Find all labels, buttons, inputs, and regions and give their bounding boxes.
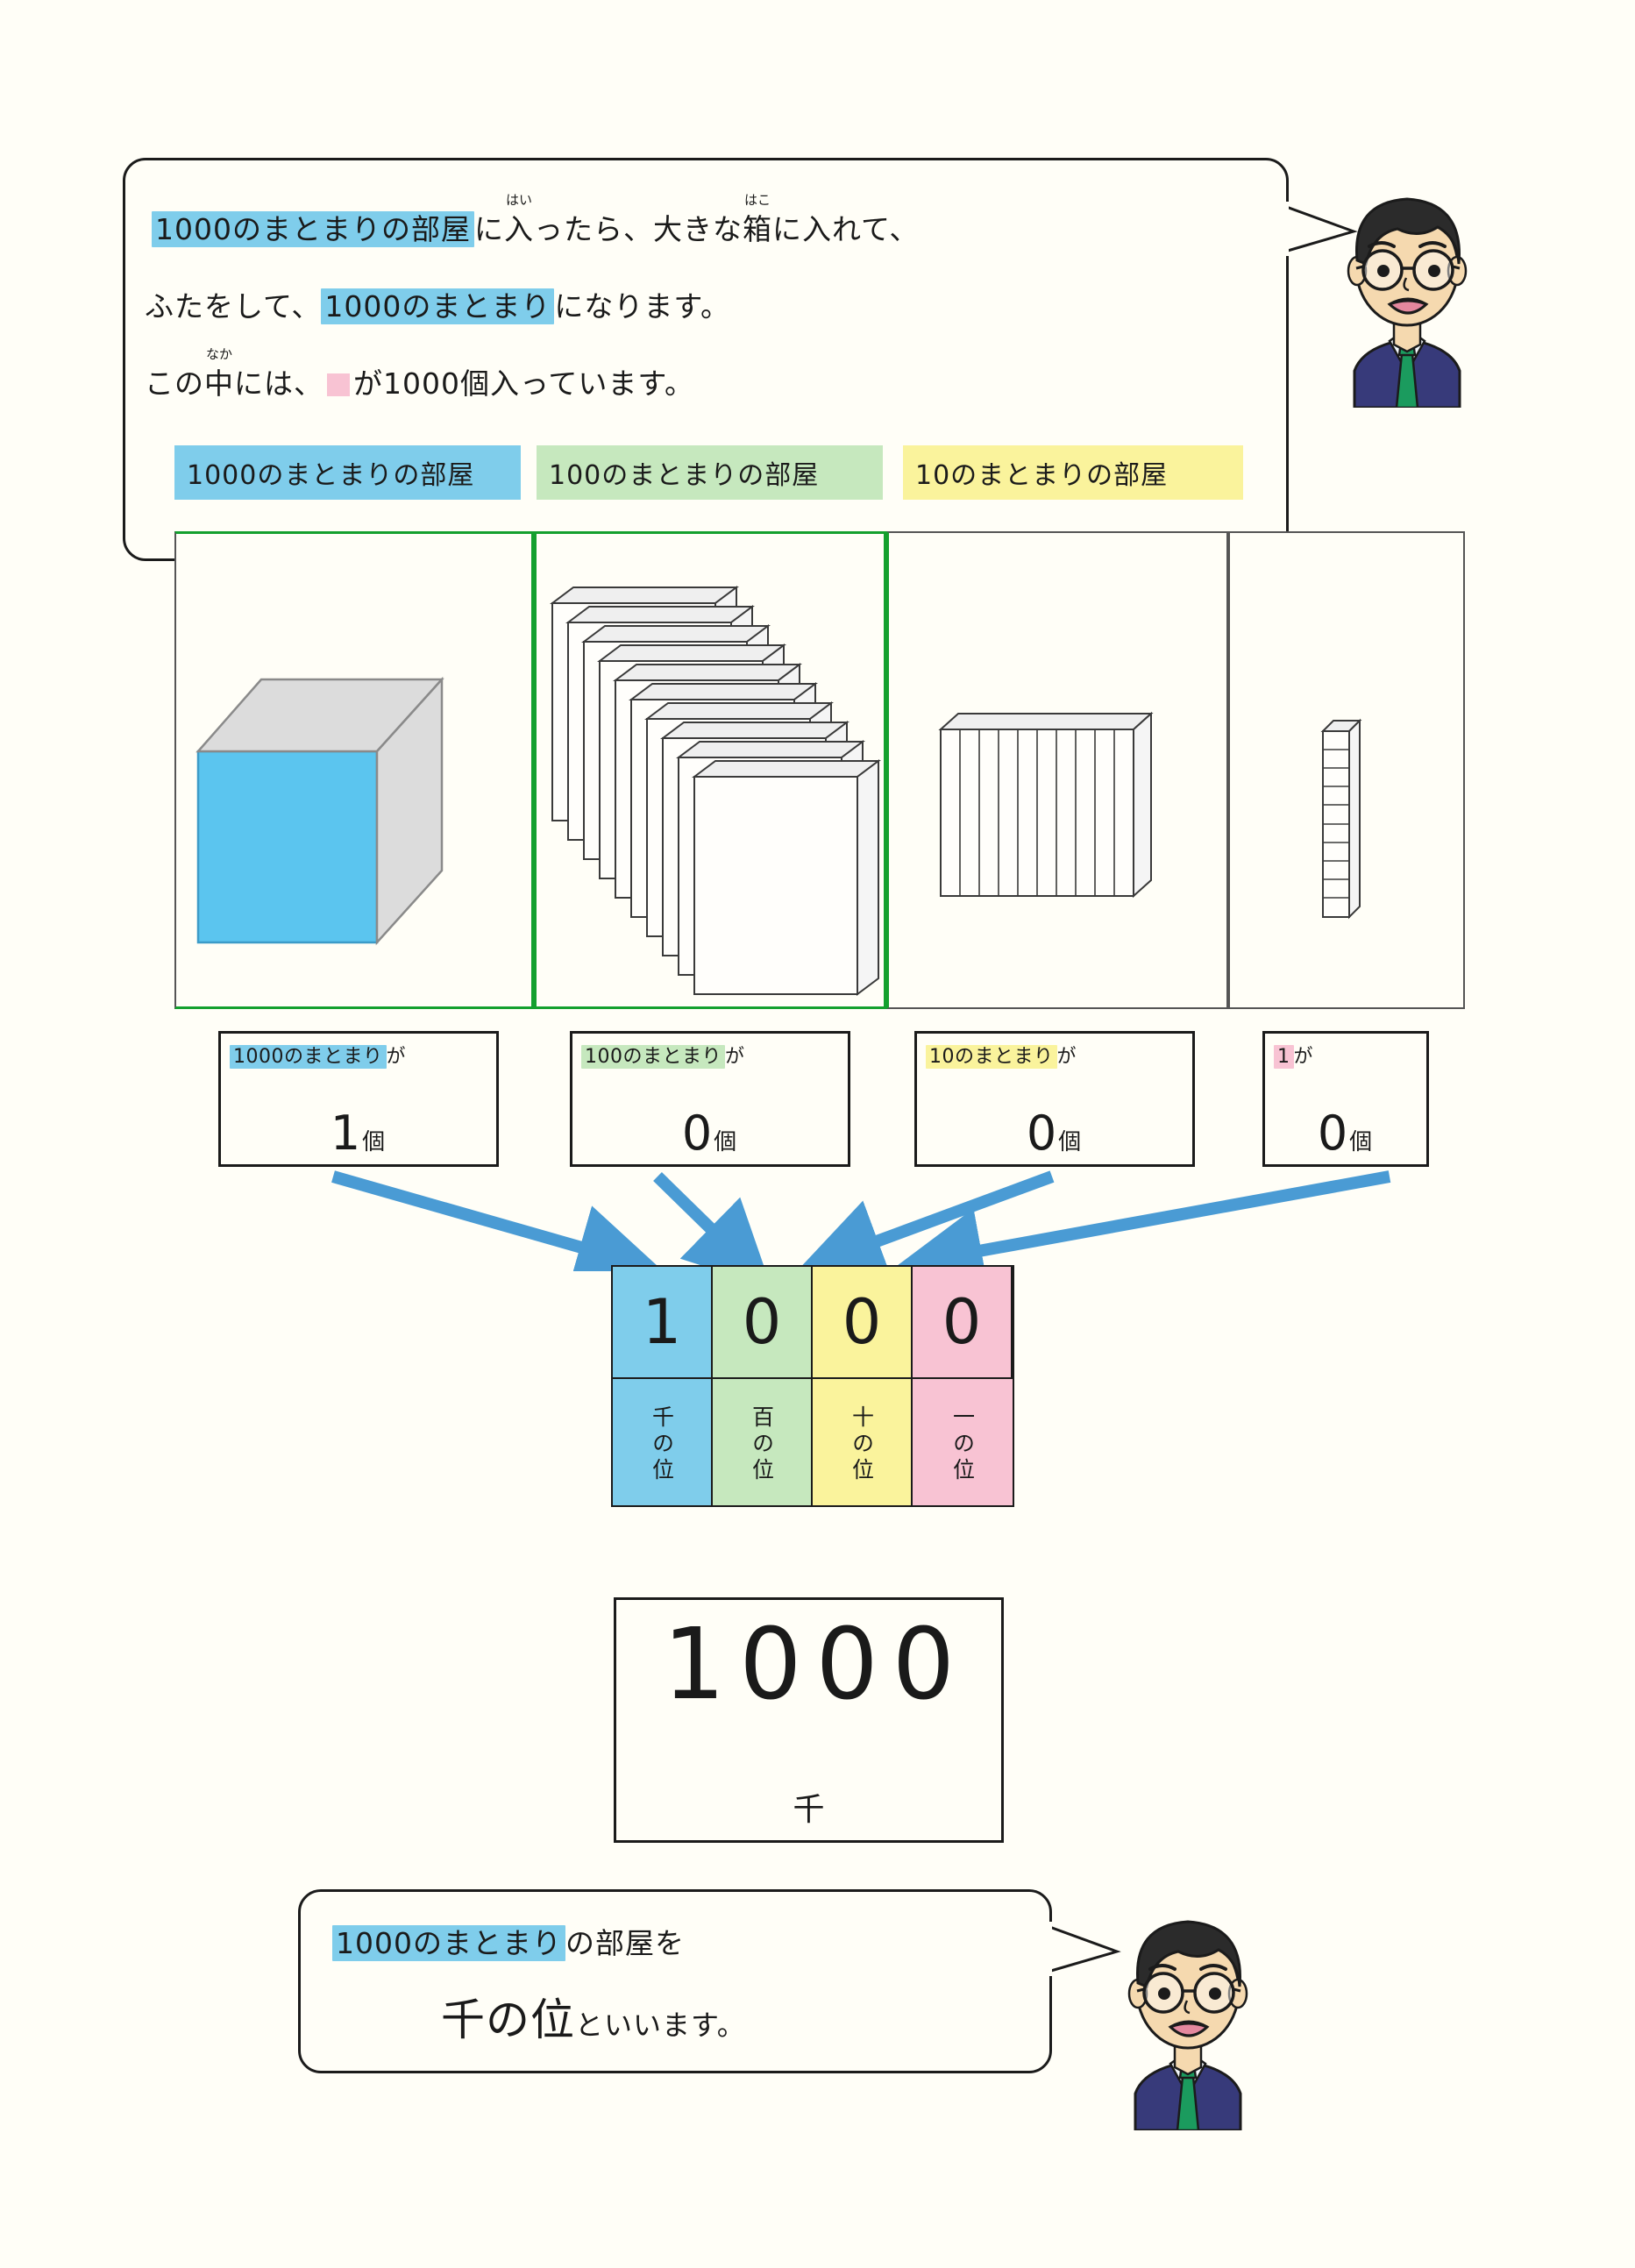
teacher-avatar-bottom	[1127, 1920, 1248, 2130]
counter-box-ones-value: 0個	[1265, 1106, 1426, 1161]
thousand-cube-model	[195, 676, 444, 946]
pink-unit-square-icon	[327, 373, 350, 396]
top-bubble-chip-1000-room: 1000のまとまりの部屋	[152, 211, 474, 247]
place-value-table: 1 0 0 0 千の位 百の位 十の位 一の位	[611, 1265, 1014, 1507]
place-value-name-ones: 一の位	[913, 1379, 1013, 1505]
counter-unit-tens: 個	[1058, 1129, 1084, 1155]
room-label-thousands-text: 1000のまとまりの部屋	[187, 460, 475, 491]
counter-chip-ones: 1	[1274, 1045, 1294, 1069]
counter-chip-thousands: 1000のまとまり	[230, 1045, 387, 1069]
top-bubble-text-1c: ったら、大きな	[533, 212, 743, 246]
counter-box-tens-value: 0個	[917, 1106, 1192, 1161]
arrow-thousands	[331, 1170, 663, 1271]
teacher-avatar-top	[1347, 197, 1468, 408]
counter-chip-tens: 10のまとまり	[926, 1045, 1057, 1069]
hundred-flats-stack-model	[550, 586, 881, 996]
ten-rod-model	[1320, 718, 1362, 920]
bottom-bubble-text-1b: の部屋を	[565, 1926, 685, 1960]
bottom-speech-bubble: 1000のまとまりの部屋を 千の位といいます。	[298, 1889, 1052, 2073]
bottom-bubble-tail	[1045, 1922, 1121, 1976]
top-bubble-text-3b: には、	[234, 366, 323, 401]
top-bubble-line-1: 1000のまとまりの部屋にはい入ったら、大きなはこ箱に入れて、	[152, 192, 920, 247]
counter-unit-hundreds: 個	[714, 1129, 739, 1155]
top-speech-bubble: 1000のまとまりの部屋にはい入ったら、大きなはこ箱に入れて、 ふたをして、10…	[123, 158, 1289, 561]
counter-number-hundreds: 0	[681, 1106, 714, 1161]
counter-particle-ones: が	[1293, 1046, 1314, 1068]
top-bubble-text-2a: ふたをして、	[145, 289, 322, 323]
place-value-name-hundreds: 百の位	[713, 1379, 813, 1505]
bottom-bubble-term-sen-no-kurai: 千の位	[441, 1994, 575, 2045]
place-value-digit-thousands: 1	[613, 1267, 713, 1379]
counter-box-thousands-value: 1個	[221, 1106, 496, 1161]
ruby-naka: なか中	[204, 346, 234, 401]
counter-chip-hundreds: 100のまとまり	[581, 1045, 725, 1069]
answer-kanji: 千	[793, 1792, 825, 1828]
arrows-group	[331, 1170, 1391, 1271]
ruby-hako: はこ箱	[742, 192, 772, 246]
counter-unit-thousands: 個	[362, 1129, 387, 1155]
top-bubble-text-1d: に入れて、	[771, 212, 920, 246]
answer-number: 1000	[662, 1608, 970, 1722]
bottom-bubble-line-2: 千の位といいます。	[441, 1985, 746, 2048]
counter-box-tens-label: 10のまとまりが	[926, 1041, 1077, 1069]
answer-box: 1000 千	[614, 1597, 1004, 1843]
counter-particle-thousands: が	[386, 1046, 407, 1068]
place-value-digit-tens: 0	[813, 1267, 913, 1379]
counter-box-thousands-label: 1000のまとまりが	[230, 1041, 406, 1069]
arrow-ones	[896, 1170, 1391, 1271]
counter-box-hundreds: 100のまとまりが 0個	[570, 1031, 850, 1167]
bottom-bubble-chip-1000-group: 1000のまとまり	[332, 1925, 565, 1961]
counter-number-thousands: 1	[330, 1106, 363, 1161]
top-bubble-text-1b: に	[473, 212, 504, 246]
top-bubble-tail	[1282, 202, 1358, 256]
room-label-tens: 10のまとまりの部屋	[903, 445, 1243, 500]
room-label-hundreds: 100のまとまりの部屋	[537, 445, 883, 500]
top-bubble-line-2: ふたをして、1000のまとまりになります。	[145, 288, 731, 324]
counter-unit-ones: 個	[1349, 1129, 1375, 1155]
bottom-bubble-text-2b: といいます。	[575, 2008, 746, 2042]
place-value-name-thousands: 千の位	[613, 1379, 713, 1505]
top-bubble-line-3: このなか中には、が1000個入っています。	[145, 346, 695, 401]
ruby-hairu: はい入	[503, 192, 534, 246]
room-label-hundreds-text: 100のまとまりの部屋	[549, 460, 820, 491]
top-bubble-text-3c: が1000個入っています。	[353, 366, 695, 401]
counter-box-hundreds-label: 100のまとまりが	[581, 1041, 745, 1069]
counter-box-hundreds-value: 0個	[572, 1106, 848, 1161]
counter-box-tens: 10のまとまりが 0個	[914, 1031, 1195, 1167]
counter-box-thousands: 1000のまとまりが 1個	[218, 1031, 499, 1167]
room-label-tens-text: 10のまとまりの部屋	[915, 460, 1169, 491]
counter-number-tens: 0	[1026, 1106, 1059, 1161]
top-bubble-text-2c: になります。	[554, 289, 731, 323]
arrow-hundreds	[653, 1171, 772, 1271]
bottom-bubble-line-1: 1000のまとまりの部屋を	[332, 1920, 685, 1962]
top-bubble-chip-1000-group: 1000のまとまり	[321, 288, 555, 324]
counter-number-ones: 0	[1317, 1106, 1350, 1161]
room-label-thousands: 1000のまとまりの部屋	[174, 445, 521, 500]
hundred-flat-model	[938, 711, 1154, 899]
place-value-name-tens: 十の位	[813, 1379, 913, 1505]
top-bubble-text-3a: この	[145, 366, 204, 401]
place-value-digit-hundreds: 0	[713, 1267, 813, 1379]
counter-particle-hundreds: が	[725, 1046, 745, 1068]
place-value-digit-ones: 0	[913, 1267, 1013, 1379]
counter-particle-tens: が	[1056, 1046, 1077, 1068]
